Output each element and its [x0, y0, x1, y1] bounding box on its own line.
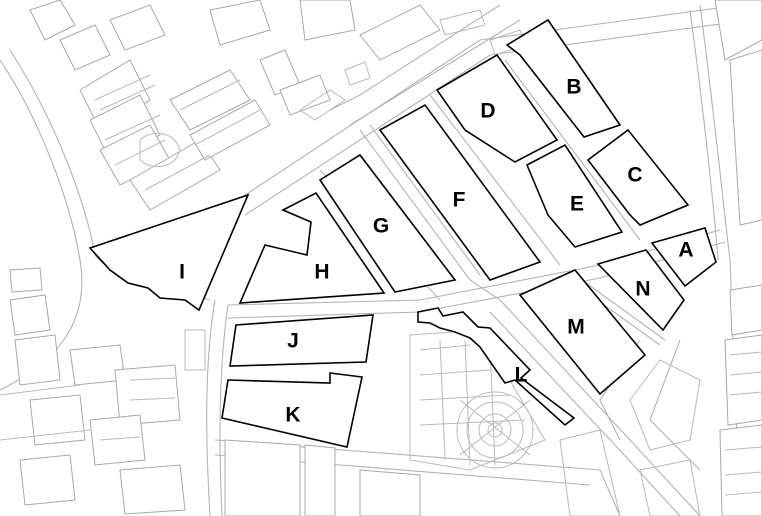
parcel-label-l: L — [515, 364, 528, 387]
parcel-e[interactable] — [525, 143, 624, 248]
parcel-label-e: E — [570, 193, 584, 216]
parcel-a[interactable] — [650, 227, 717, 288]
parcel-i[interactable] — [88, 193, 250, 312]
parcel-label-h: H — [314, 261, 329, 284]
parcel-n[interactable] — [596, 249, 685, 332]
parcel-label-f: F — [453, 189, 466, 212]
parcel-d[interactable] — [435, 53, 559, 163]
parcel-labels: A B C D E F G H I J K L M N — [179, 76, 694, 427]
parcel-l[interactable] — [417, 307, 576, 427]
parcels — [88, 18, 717, 448]
bottom-center-context — [224, 329, 621, 516]
parcel-f[interactable] — [378, 103, 542, 281]
parcel-m[interactable] — [518, 269, 647, 396]
parcel-label-b: B — [566, 76, 581, 99]
parcel-h[interactable] — [238, 191, 386, 304]
right-side-context — [629, 0, 762, 516]
bottom-left-buildings — [0, 267, 206, 515]
top-left-buildings — [29, 0, 526, 211]
parcel-label-a: A — [678, 239, 693, 262]
parcel-b[interactable] — [505, 18, 622, 138]
parcel-label-j: J — [287, 330, 299, 353]
parcel-label-k: K — [285, 404, 300, 427]
parcel-c[interactable] — [586, 128, 690, 226]
parcel-label-i: I — [179, 261, 185, 284]
parcel-label-m: M — [567, 316, 585, 339]
parcel-label-c: C — [627, 164, 642, 187]
parcel-j[interactable] — [229, 314, 374, 367]
parcel-label-d: D — [480, 100, 495, 123]
parcel-g[interactable] — [318, 153, 457, 293]
parcel-k[interactable] — [221, 372, 363, 448]
parcel-label-g: G — [373, 215, 389, 238]
parcel-label-n: N — [635, 278, 650, 301]
